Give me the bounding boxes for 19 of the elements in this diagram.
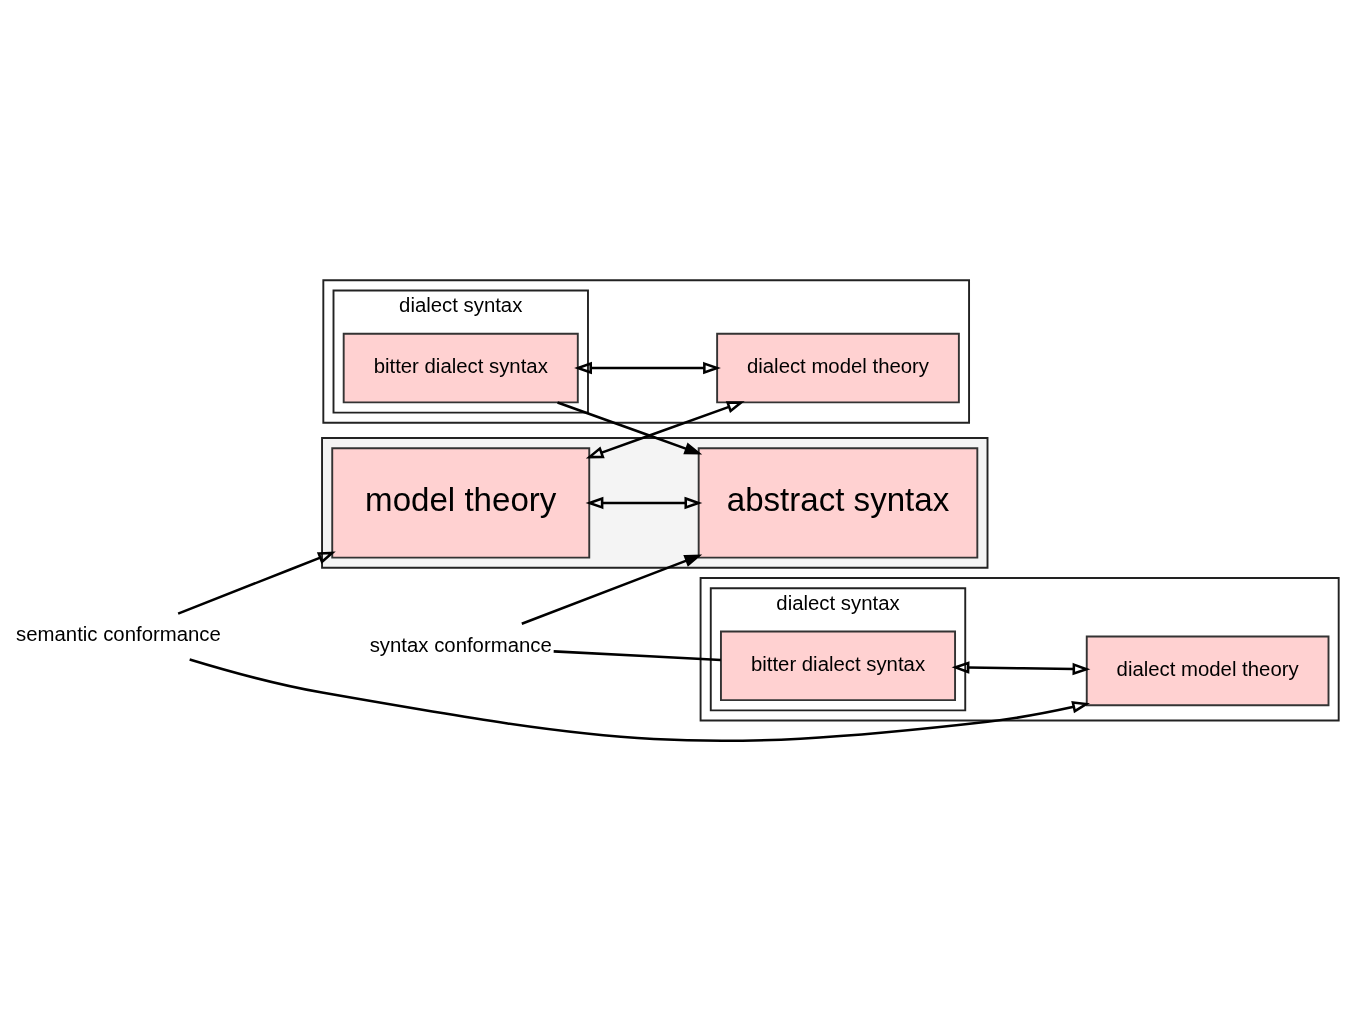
arrow	[951, 660, 1091, 675]
node-box: dialect model theory	[1085, 635, 1330, 706]
arrow	[585, 400, 745, 458]
node-text: semantic conformance	[16, 622, 221, 645]
cluster	[699, 576, 1340, 721]
connector	[553, 649, 721, 661]
node-box: model theory	[331, 446, 591, 559]
arrow	[585, 496, 703, 509]
node-box: dialect model theory	[716, 332, 960, 403]
node-box: abstract syntax	[697, 446, 979, 559]
node-text: syntax conformance	[369, 633, 552, 656]
arrow	[521, 554, 703, 625]
arrow	[189, 657, 1090, 742]
cluster	[322, 278, 970, 424]
arrow	[177, 551, 336, 615]
node-box: bitter dialect syntax	[342, 332, 579, 403]
arrow	[557, 400, 703, 455]
arrow	[574, 361, 721, 374]
node-box: bitter dialect syntax	[720, 630, 956, 701]
